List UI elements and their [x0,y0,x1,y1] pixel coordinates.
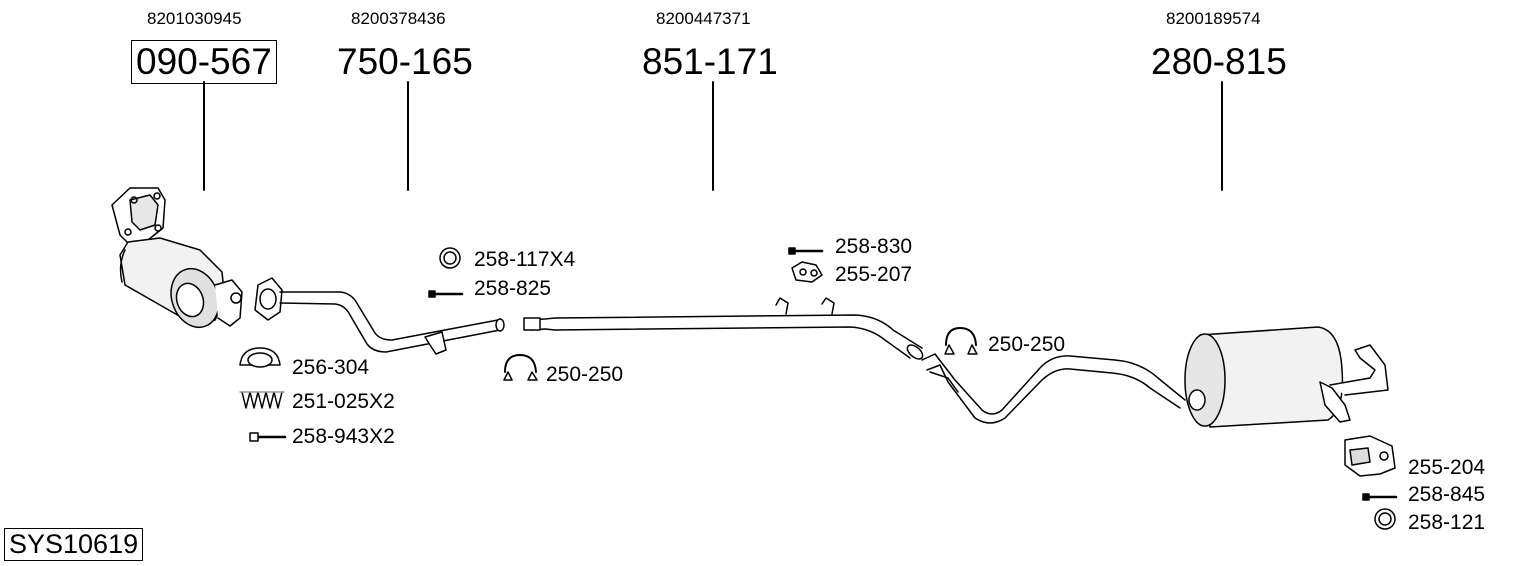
part-number-1: 090-567 [131,40,277,84]
accessory-label: 258-117X4 [474,248,576,271]
part-number-4: 280-815 [1151,41,1287,82]
bolt-icon [788,247,824,255]
system-id-badge: SYS10619 [4,528,144,561]
bracket-icon [1344,435,1396,477]
bolt-icon [428,290,464,298]
part-number-2: 750-165 [337,41,473,82]
accessory-label: 258-943X2 [292,425,395,448]
accessory-label: 250-250 [988,333,1066,356]
bolt-icon [1362,493,1398,501]
accessory-label: 250-250 [546,363,624,386]
accessory-label: 251-025X2 [292,390,395,413]
accessory-label: 258-825 [474,277,552,300]
middle-pipe-icon [523,297,924,360]
catalytic-converter-icon [111,187,243,329]
accessory-label: 256-304 [292,356,370,379]
part-number-3: 851-171 [642,41,778,82]
front-pipe-icon [254,277,505,355]
leader-lines [203,81,1223,191]
accessory-label: 255-204 [1408,456,1486,479]
accessory-label: 258-830 [835,235,913,258]
accessory-label: 258-121 [1408,511,1486,534]
clamp-icon [503,354,538,381]
rubber-mount-icon [791,261,823,283]
spring-icon [239,391,285,409]
ring-gasket-icon [1374,508,1396,530]
bolt-icon [249,432,287,442]
oem-number-2: 8200378436 [351,9,446,28]
accessory-label: 255-207 [835,263,913,286]
flange-gasket-icon [239,347,281,368]
oem-number-1: 8201030945 [147,9,242,28]
ring-gasket-icon [439,247,461,269]
oem-number-4: 8200189574 [1166,9,1261,28]
oem-number-3: 8200447371 [656,9,751,28]
clamp-icon [944,327,978,355]
accessory-label: 258-845 [1408,483,1486,506]
rear-silencer-icon [921,326,1389,428]
